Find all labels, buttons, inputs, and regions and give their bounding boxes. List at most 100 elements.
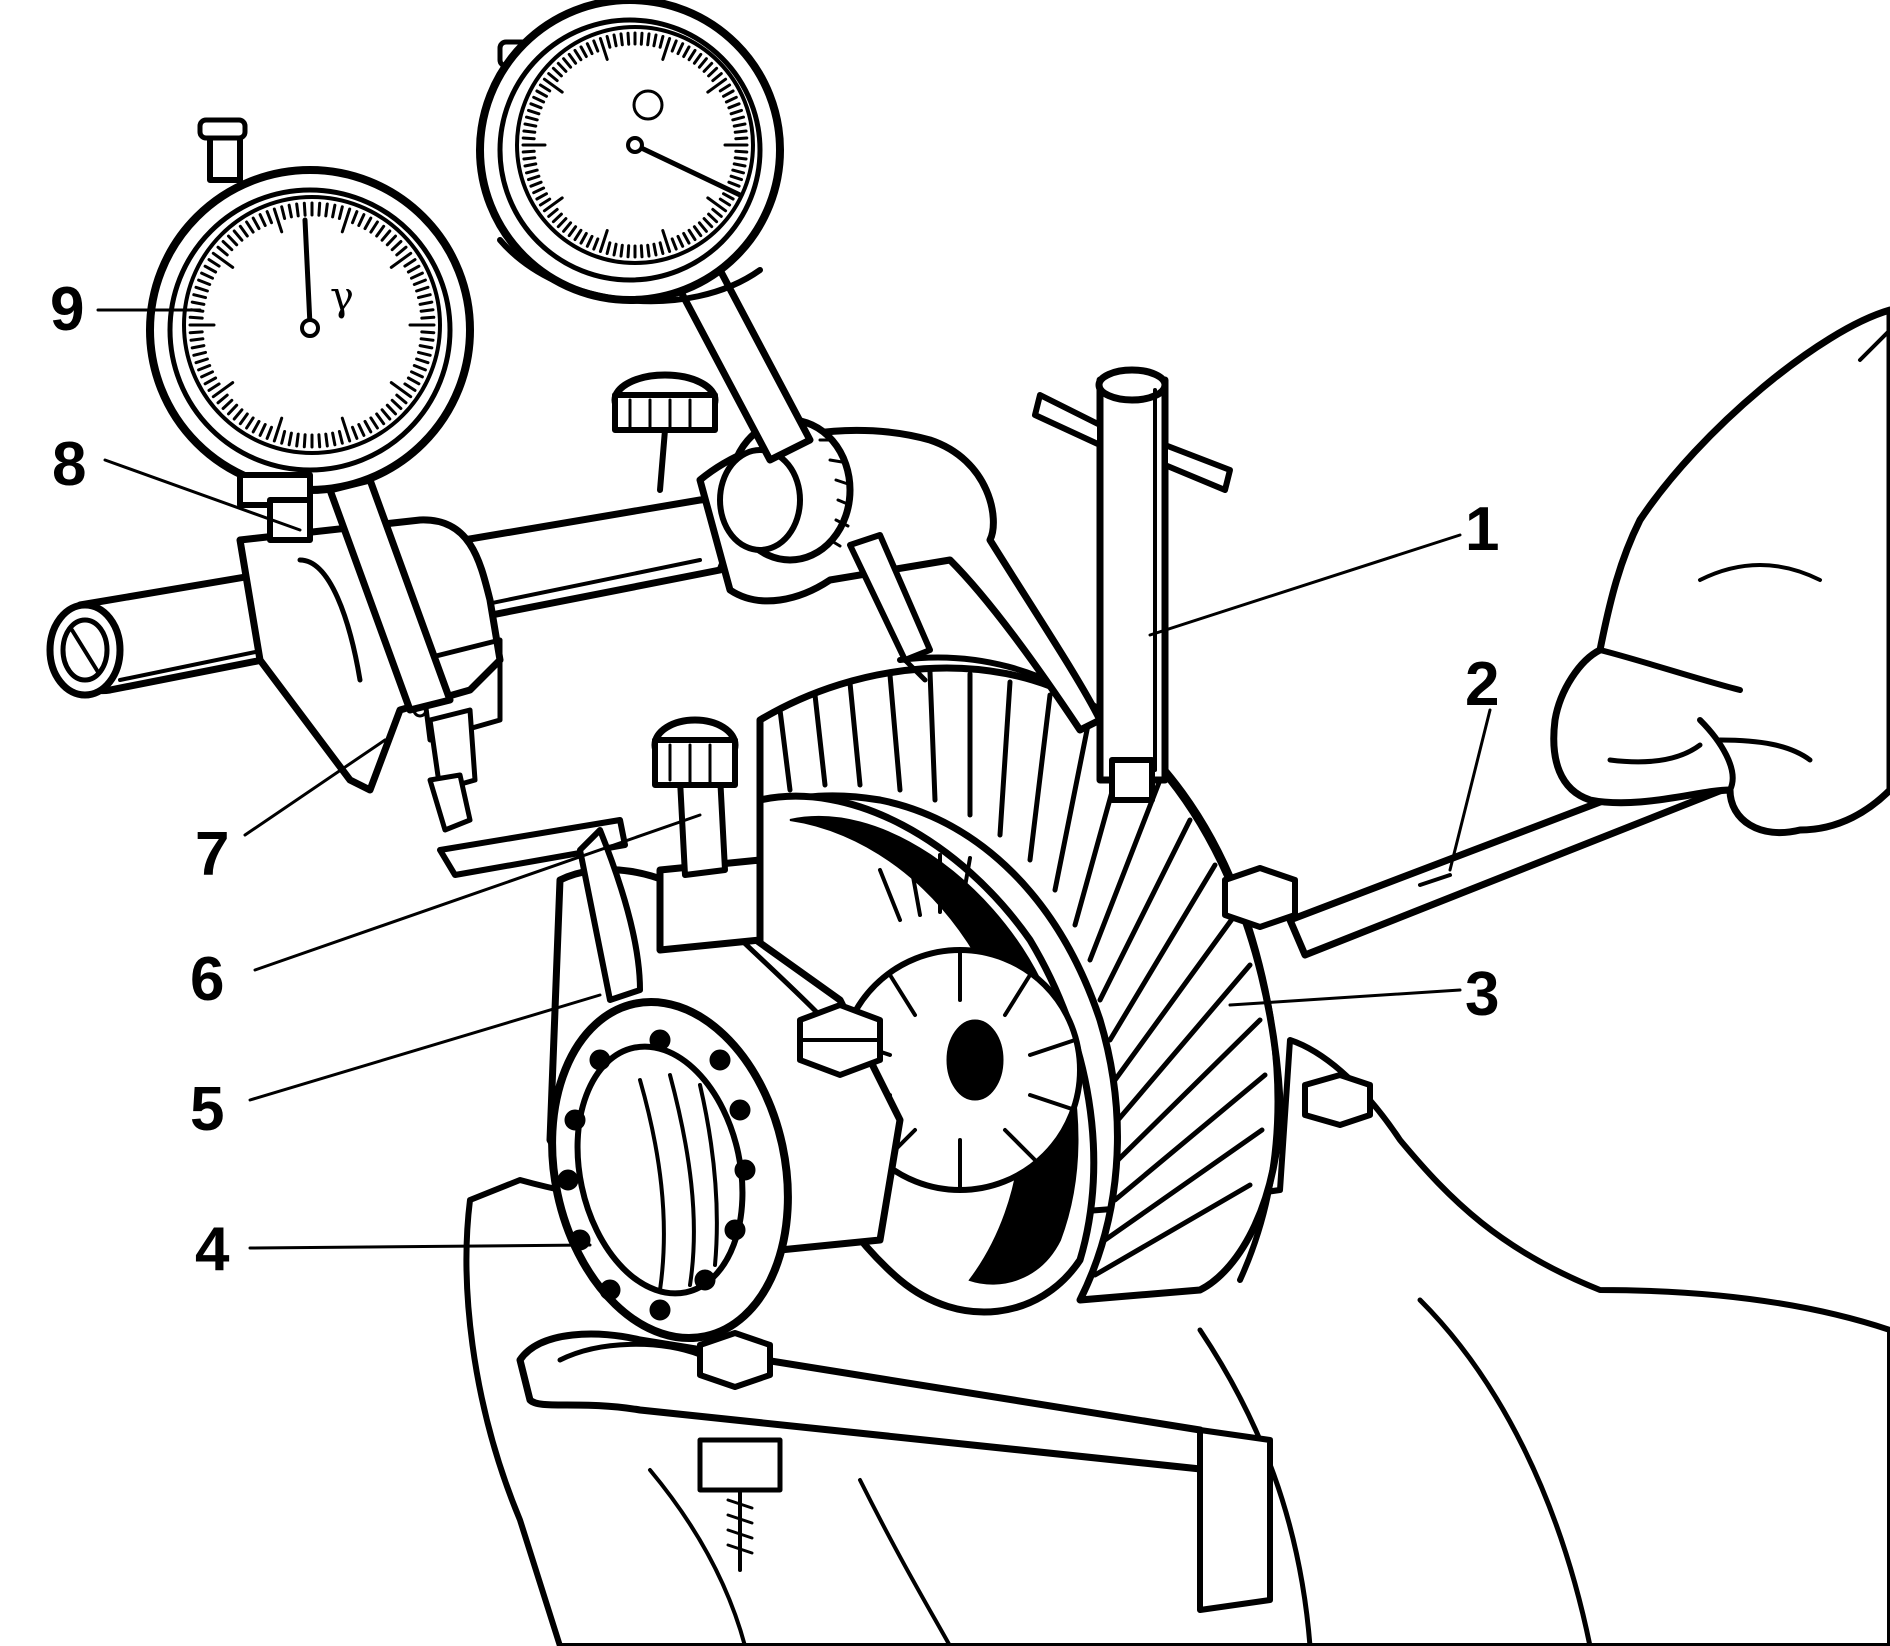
dial-tick bbox=[646, 243, 651, 258]
leader-lines bbox=[96, 308, 1492, 1250]
dial-tick bbox=[369, 220, 379, 234]
dial-tick bbox=[280, 205, 287, 220]
dial-tick bbox=[670, 237, 678, 251]
differential-housing bbox=[463, 1037, 1890, 1646]
dial-tick bbox=[337, 430, 344, 445]
dial-tick bbox=[410, 271, 424, 280]
callout-5: 5 bbox=[190, 1075, 224, 1144]
dial-tick bbox=[200, 271, 214, 280]
dial-tick bbox=[258, 213, 267, 227]
dial-tick bbox=[619, 32, 624, 47]
dial-tick bbox=[562, 57, 573, 69]
dial-tick bbox=[317, 433, 322, 449]
dial-tick bbox=[192, 293, 207, 300]
dial-tick bbox=[417, 293, 432, 300]
dial-tick bbox=[197, 364, 212, 372]
dial-tick bbox=[567, 52, 578, 65]
svg-text:γ: γ bbox=[330, 274, 354, 320]
dial-tick bbox=[410, 370, 424, 379]
dial-tick bbox=[357, 423, 366, 437]
dial-tick bbox=[729, 108, 743, 116]
dial-tick bbox=[692, 52, 703, 65]
dial-tick bbox=[521, 149, 536, 154]
dial-tick bbox=[626, 244, 631, 259]
adjuster-nut bbox=[548, 998, 792, 1390]
dial-tick bbox=[670, 39, 678, 53]
dial-tick bbox=[573, 228, 583, 242]
dial-tick bbox=[711, 72, 723, 83]
dial-tick bbox=[192, 350, 207, 357]
dial-tick bbox=[727, 180, 741, 188]
dial-tick bbox=[272, 416, 284, 443]
dial-tick bbox=[258, 423, 267, 437]
dial-tick bbox=[652, 242, 658, 257]
dial-tick bbox=[395, 245, 408, 257]
dial-tick bbox=[718, 197, 732, 207]
dial-tick bbox=[385, 234, 397, 247]
dial-tick bbox=[687, 48, 697, 62]
dial-tick bbox=[658, 241, 665, 255]
dial-tick bbox=[551, 212, 563, 224]
dial-tick bbox=[639, 244, 644, 259]
callout-1: 1 bbox=[1465, 495, 1499, 564]
dial-tick bbox=[579, 232, 588, 245]
dial-tick bbox=[733, 129, 748, 134]
dial-tick bbox=[598, 37, 609, 61]
dial-tick bbox=[734, 136, 749, 141]
dial-tick bbox=[535, 192, 548, 201]
callout-3: 3 bbox=[1465, 960, 1499, 1029]
dial-tick bbox=[532, 186, 546, 195]
leader-8 bbox=[103, 458, 302, 532]
dial-tick bbox=[418, 300, 434, 306]
dial-tick bbox=[585, 42, 594, 56]
dial-tick bbox=[420, 330, 436, 335]
dial-tick bbox=[522, 156, 537, 161]
dial-tick bbox=[406, 264, 421, 274]
dial-tick bbox=[245, 220, 255, 234]
dial-tick bbox=[295, 432, 300, 448]
dial-tick bbox=[658, 35, 665, 49]
dial-tick bbox=[272, 207, 284, 234]
leader-3 bbox=[1228, 988, 1462, 1007]
dial-tick bbox=[188, 330, 204, 335]
dial-tick bbox=[538, 197, 552, 207]
dial-tick bbox=[612, 33, 618, 48]
dial-tick bbox=[385, 403, 397, 416]
dial-tick bbox=[702, 217, 714, 229]
dial-tick bbox=[363, 216, 373, 231]
dial-tick bbox=[722, 192, 735, 201]
dial-tick bbox=[390, 398, 403, 410]
dial-tick bbox=[724, 95, 738, 104]
dial-tick bbox=[232, 408, 244, 421]
dial-tick bbox=[390, 240, 403, 252]
dial-tick bbox=[287, 431, 293, 447]
dial-tick bbox=[302, 201, 307, 217]
dial-tick bbox=[562, 221, 573, 233]
dial-tick bbox=[232, 229, 244, 242]
dial-tick bbox=[351, 425, 359, 440]
callout-labels: 1 2 3 4 5 6 7 8 9 bbox=[50, 275, 1499, 1284]
dial-tick bbox=[412, 364, 427, 372]
dial-tick bbox=[729, 174, 743, 182]
dial-tick bbox=[403, 382, 417, 392]
dial-tick bbox=[523, 162, 538, 168]
dial-tick bbox=[542, 77, 564, 94]
dial-tick bbox=[337, 205, 344, 220]
cap-bolt bbox=[797, 1002, 883, 1078]
dial-tick bbox=[265, 425, 273, 440]
dial-tick bbox=[190, 300, 206, 306]
dial-tick bbox=[415, 357, 430, 365]
dial-tick bbox=[605, 241, 612, 255]
dial-indicator-left: γ bbox=[146, 117, 474, 714]
dial-tick bbox=[324, 432, 329, 448]
dial-tick bbox=[538, 83, 552, 93]
dial-tick bbox=[380, 408, 392, 421]
dial-tick bbox=[707, 66, 719, 78]
dial-tick bbox=[351, 210, 359, 225]
dial-tick bbox=[652, 33, 658, 48]
dial-tick bbox=[251, 419, 261, 434]
dial-tick bbox=[626, 31, 631, 46]
dial-tick bbox=[369, 416, 379, 430]
dial-tick bbox=[551, 66, 563, 78]
